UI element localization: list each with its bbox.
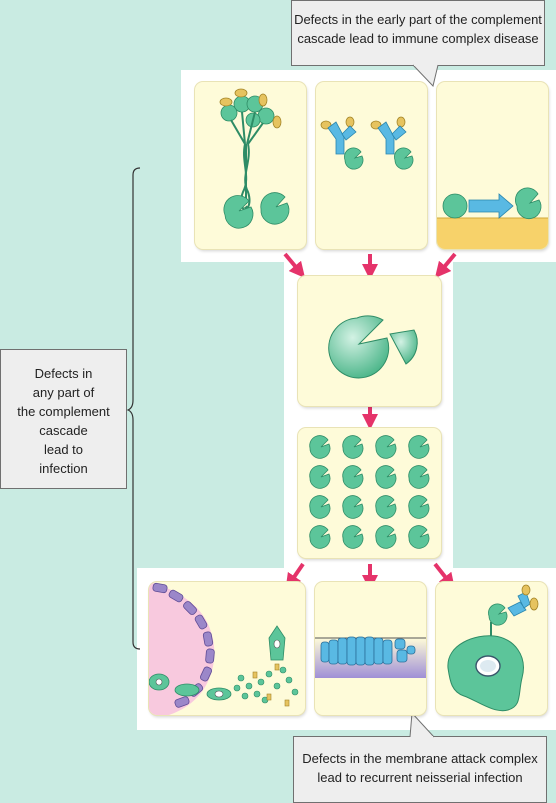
c3b-fragment-icon bbox=[309, 495, 331, 519]
callout-text: Defects in the early part of the complem… bbox=[294, 12, 542, 27]
c3b-deposition-panel bbox=[298, 428, 441, 558]
c3b-fragment-icon bbox=[408, 495, 430, 519]
callout-text: Defects in bbox=[34, 366, 93, 381]
early-complement-defect-callout: Defects in the early part of the complem… bbox=[291, 0, 545, 66]
lectin-pathway-panel bbox=[195, 82, 306, 249]
c3-convertase-icon bbox=[328, 315, 418, 379]
c3-convertase-panel bbox=[298, 276, 441, 406]
c3b-fragment-icon bbox=[408, 435, 430, 459]
any-part-defect-callout: Defects in any part of the complement ca… bbox=[0, 349, 127, 489]
mannose-binding-lectin-icon bbox=[219, 88, 290, 229]
c3b-fragment-icon bbox=[342, 465, 364, 489]
c3b-fragment-icon bbox=[342, 525, 364, 549]
c3b-fragment-icon bbox=[342, 495, 364, 519]
c3b-fragment-icon bbox=[375, 525, 397, 549]
c3b-fragment-icon bbox=[342, 435, 364, 459]
c3b-fragment-icon bbox=[375, 435, 397, 459]
c3b-fragment-icon bbox=[309, 435, 331, 459]
alternative-pathway-icon bbox=[437, 187, 548, 249]
c3b-fragment-icon bbox=[375, 495, 397, 519]
c3b-fragment-icon bbox=[375, 465, 397, 489]
c3b-fragment-icon bbox=[408, 525, 430, 549]
membrane-attack-complex-icon bbox=[315, 636, 426, 678]
opsonization-panel bbox=[149, 582, 305, 715]
immune-complex-panel bbox=[436, 582, 547, 715]
callout-text: infection bbox=[39, 461, 88, 476]
callout-text: cascade bbox=[39, 423, 88, 438]
callout-text: lead to recurrent neisserial infection bbox=[317, 770, 523, 785]
callout-text: any part of bbox=[32, 385, 95, 400]
c3b-fragment-icon bbox=[309, 525, 331, 549]
callout-text: lead to bbox=[43, 442, 84, 457]
membrane-attack-panel bbox=[315, 582, 426, 715]
c3b-fragment-icon bbox=[309, 465, 331, 489]
c3b-fragment-icon bbox=[408, 465, 430, 489]
mac-defect-callout: Defects in the membrane attack complex l… bbox=[293, 736, 547, 803]
opsonization-phagocytosis-icon bbox=[149, 582, 299, 715]
antibody-complement-icon bbox=[320, 116, 414, 170]
callout-text: cascade lead to immune complex disease bbox=[297, 31, 539, 46]
classical-pathway-panel bbox=[316, 82, 427, 249]
callout-text: Defects in the membrane attack complex bbox=[302, 751, 538, 766]
c3b-deposition-icon bbox=[309, 435, 430, 549]
immune-complex-clearance-icon bbox=[447, 584, 539, 712]
callout-text: the complement bbox=[17, 404, 110, 419]
alternative-pathway-panel bbox=[437, 82, 548, 249]
